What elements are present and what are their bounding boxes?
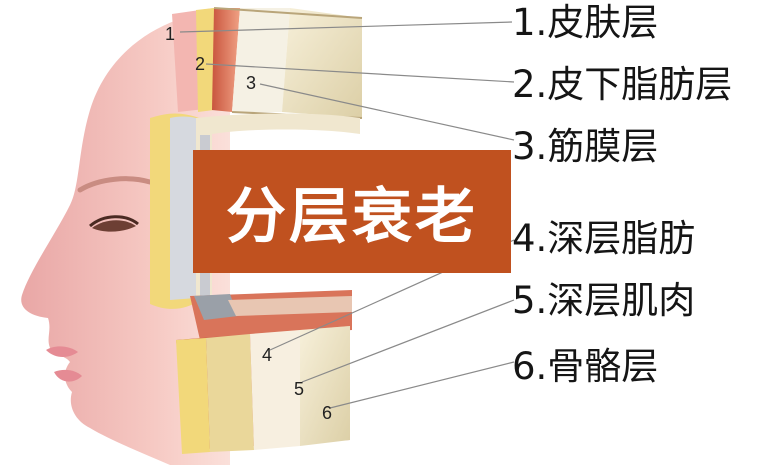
- marker-2: 2: [195, 54, 206, 74]
- layer-legend: 1.皮肤层 2.皮下脂肪层 3.筋膜层 4.深层脂肪 5.深层肌肉 6.骨骼层: [512, 0, 782, 465]
- marker-3: 3: [246, 73, 257, 93]
- upper-layer-block: [172, 7, 363, 119]
- legend-deep-fat: 4.深层脂肪: [512, 217, 696, 260]
- lower-lip: [54, 369, 82, 382]
- marker-1: 1: [165, 24, 176, 44]
- lips: [46, 346, 78, 357]
- marker-6: 6: [322, 403, 333, 423]
- eyelashes: [89, 215, 139, 228]
- title-banner: 分层衰老: [193, 150, 511, 273]
- eye: [92, 220, 136, 232]
- eyebrow: [77, 176, 153, 193]
- lower-layer-block: [176, 290, 352, 454]
- leader-lines: [179, 21, 515, 409]
- legend-subcutaneous-fat: 2.皮下脂肪层: [512, 63, 733, 106]
- legend-fascia: 3.筋膜层: [512, 125, 659, 168]
- marker-5: 5: [294, 379, 305, 399]
- marker-4: 4: [262, 345, 273, 365]
- legend-bone: 6.骨骼层: [512, 345, 659, 388]
- banner-title: 分层衰老: [226, 182, 478, 252]
- legend-skin: 1.皮肤层: [512, 1, 659, 44]
- legend-deep-muscle: 5.深层肌肉: [512, 279, 696, 322]
